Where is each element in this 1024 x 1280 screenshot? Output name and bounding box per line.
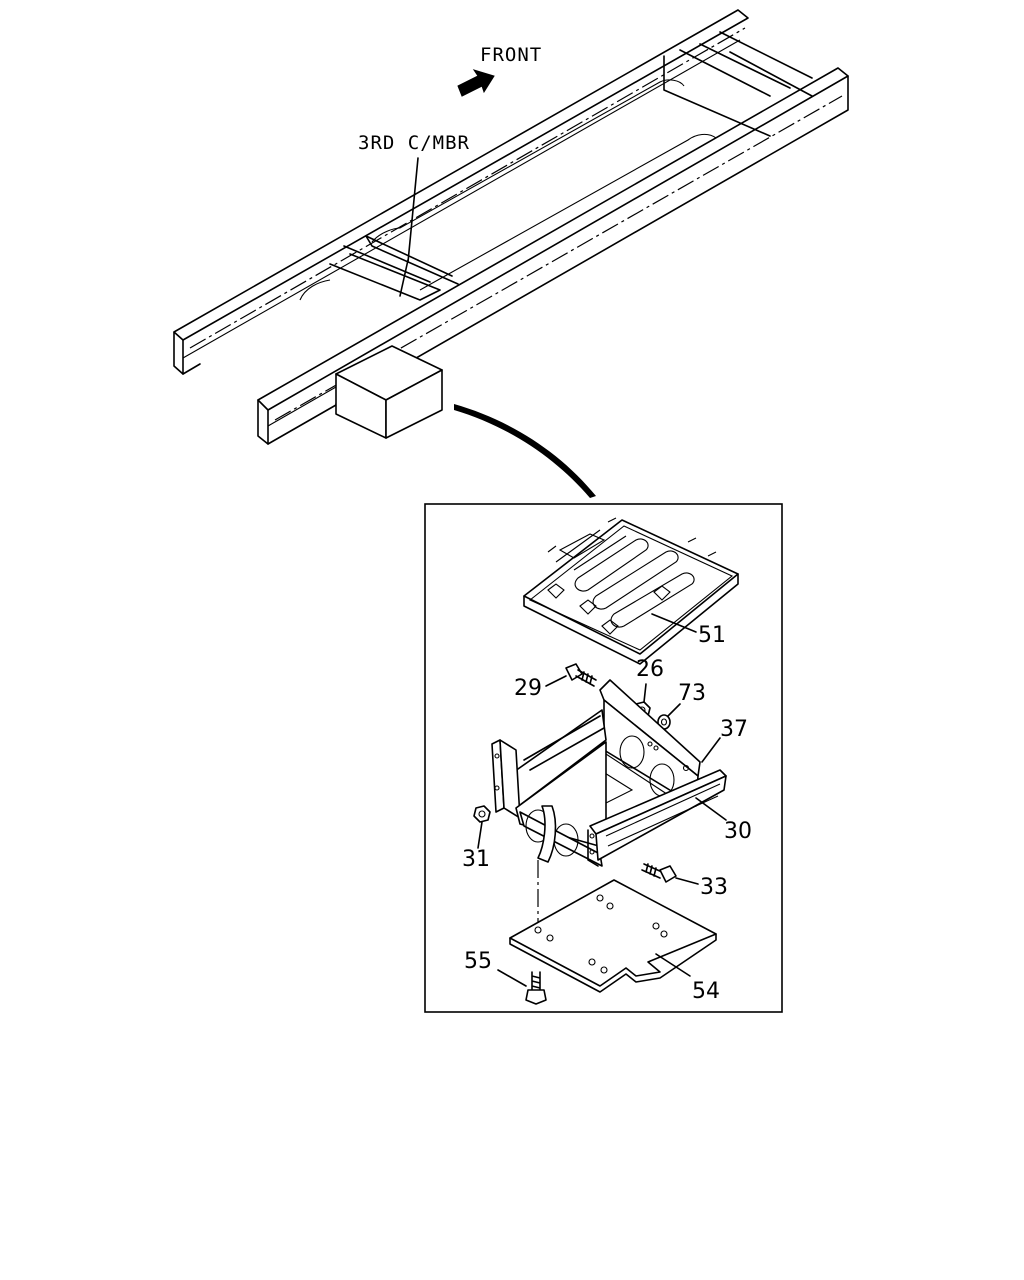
chassis-frame: 3RD C/MBR FRONT <box>173 9 849 498</box>
part-73-washer: 73 <box>657 681 706 730</box>
callout-54: 54 <box>692 979 720 1004</box>
callout-26: 26 <box>636 657 664 682</box>
part-51-battery-cover: 51 <box>523 517 739 665</box>
part-30-battery-carrier: 30 <box>491 679 752 867</box>
crossmember-label: 3RD C/MBR <box>358 132 470 154</box>
detail-frame <box>424 503 783 1013</box>
front-arrow-icon <box>457 69 495 97</box>
callout-55: 55 <box>464 949 492 974</box>
callout-29: 29 <box>514 676 542 701</box>
callout-37: 37 <box>720 717 748 742</box>
part-37-clamp: 37 <box>701 717 748 763</box>
part-29-bolt: 29 <box>514 663 597 701</box>
callout-51: 51 <box>698 623 726 648</box>
part-54-plate: 54 <box>509 860 720 1004</box>
callout-31: 31 <box>462 847 490 872</box>
front-label: FRONT <box>480 44 542 66</box>
detail-pointer <box>454 404 596 498</box>
part-31-nut: 31 <box>462 805 491 872</box>
battery-box-location <box>335 345 443 439</box>
callout-33: 33 <box>700 875 728 900</box>
callout-73: 73 <box>678 681 706 706</box>
part-33-bolt: 33 <box>641 863 728 900</box>
part-55-bolt: 55 <box>464 949 547 1005</box>
callout-30: 30 <box>724 819 752 844</box>
